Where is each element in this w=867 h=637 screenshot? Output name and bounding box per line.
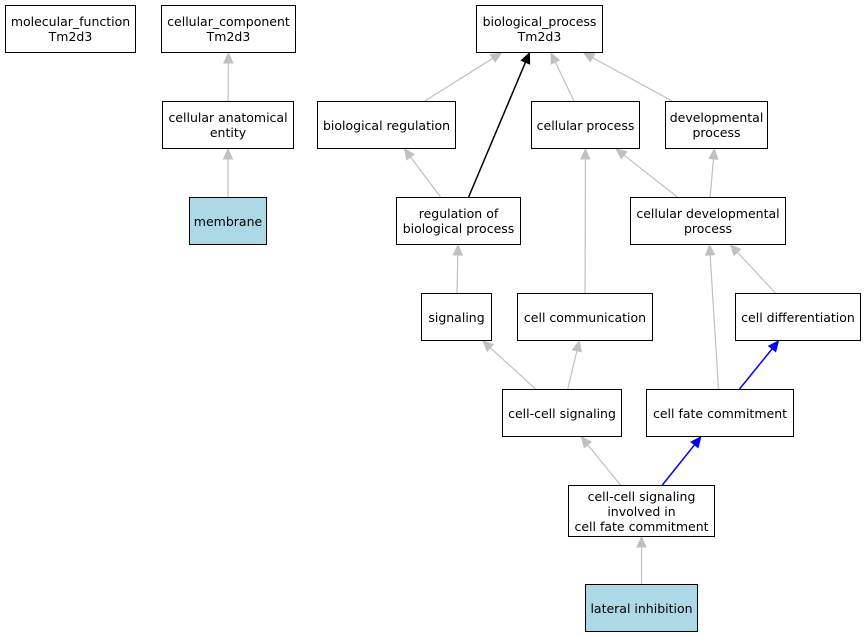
node-biological-regulation[interactable]: biological regulation [317,101,456,149]
edge-regulation-of-biological-process-to-biological-process [467,61,527,198]
arrowhead-membrane-to-cellular-anatomical-entity [222,147,234,160]
node-cell-differentiation[interactable]: cell differentiation [735,293,861,341]
node-cellular-component[interactable]: cellular_component Tm2d3 [161,5,296,53]
arrowhead-cell-fate-commitment-to-cellular-developmental-process [704,243,716,256]
arrowhead-signaling-to-regulation-of-biological-process [452,243,464,256]
edge-cellular-developmental-process-to-cellular-process [623,154,678,198]
node-cell-fate-commitment[interactable]: cell fate commitment [646,389,794,437]
edge-cell-cell-signaling-cfc-to-cell-cell-signaling [587,444,621,486]
arrowhead-regulation-of-biological-process-to-biological-regulation [403,148,416,161]
node-molecular-function[interactable]: molecular_function Tm2d3 [5,5,136,53]
node-lateral-inhibition[interactable]: lateral inhibition [585,584,698,632]
arrowhead-cell-differentiation-to-cellular-developmental-process [729,244,742,257]
node-regulation-of-biological-process[interactable]: regulation of biological process [396,197,521,245]
node-cell-communication[interactable]: cell communication [517,293,653,341]
arrowhead-biological-regulation-to-biological-process [489,52,503,64]
edge-signaling-to-regulation-of-biological-process [456,254,459,294]
edge-cell-differentiation-to-cellular-developmental-process [736,251,776,294]
node-cellular-process[interactable]: cellular process [531,101,640,149]
arrowhead-cellular-developmental-process-to-cellular-process [615,148,628,160]
edge-cell-cell-signaling-to-cell-communication [567,350,578,390]
edge-regulation-of-biological-process-to-biological-regulation [410,156,441,198]
edge-cellular-process-to-biological-process [554,61,575,102]
arrowhead-cell-cell-signaling-to-cell-communication [571,339,582,353]
edge-cell-fate-commitment-to-cellular-developmental-process [709,254,720,390]
arrowhead-cell-cell-signaling-cfc-to-cell-cell-signaling [580,436,593,449]
node-membrane[interactable]: membrane [189,197,267,245]
arrowhead-cell-cell-signaling-to-signaling [481,340,495,352]
arrowhead-cell-communication-to-cellular-process [580,147,591,160]
arrowhead-cellular-process-to-biological-process [550,51,561,65]
node-cell-cell-signaling-involved-in-cell-fate-commitment[interactable]: cell-cell signaling involved in cell fat… [568,485,715,537]
arrowhead-developmental-process-to-biological-process [582,52,596,63]
edge-biological-regulation-to-biological-process [424,57,494,102]
arrowhead-lateral-inhibition-to-cell-cell-signaling-cfc [636,535,647,548]
edge-cell-cell-signaling-cfc-to-cell-fate-commitment [661,444,696,486]
node-biological-process[interactable]: biological_process Tm2d3 [476,5,603,53]
arrowhead-regulation-of-biological-process-to-biological-process [520,51,531,65]
arrowhead-cell-fate-commitment-to-cell-differentiation [767,340,780,353]
edge-developmental-process-to-biological-process [592,57,673,102]
arrowhead-cell-cell-signaling-cfc-to-cell-fate-commitment [690,436,702,449]
node-developmental-process[interactable]: developmental process [665,101,768,149]
edge-cellular-developmental-process-to-developmental-process [709,158,715,198]
node-cellular-anatomical-entity[interactable]: cellular anatomical entity [162,101,294,149]
edge-cell-fate-commitment-to-cell-differentiation [738,348,773,390]
node-cellular-developmental-process[interactable]: cellular developmental process [630,197,786,245]
node-cell-cell-signaling[interactable]: cell-cell signaling [502,389,622,437]
arrowhead-cellular-developmental-process-to-developmental-process [708,147,719,160]
node-signaling[interactable]: signaling [421,293,492,341]
edge-cell-cell-signaling-to-signaling [489,347,537,390]
arrowhead-cellular-anatomical-entity-to-cellular-component [223,51,234,64]
